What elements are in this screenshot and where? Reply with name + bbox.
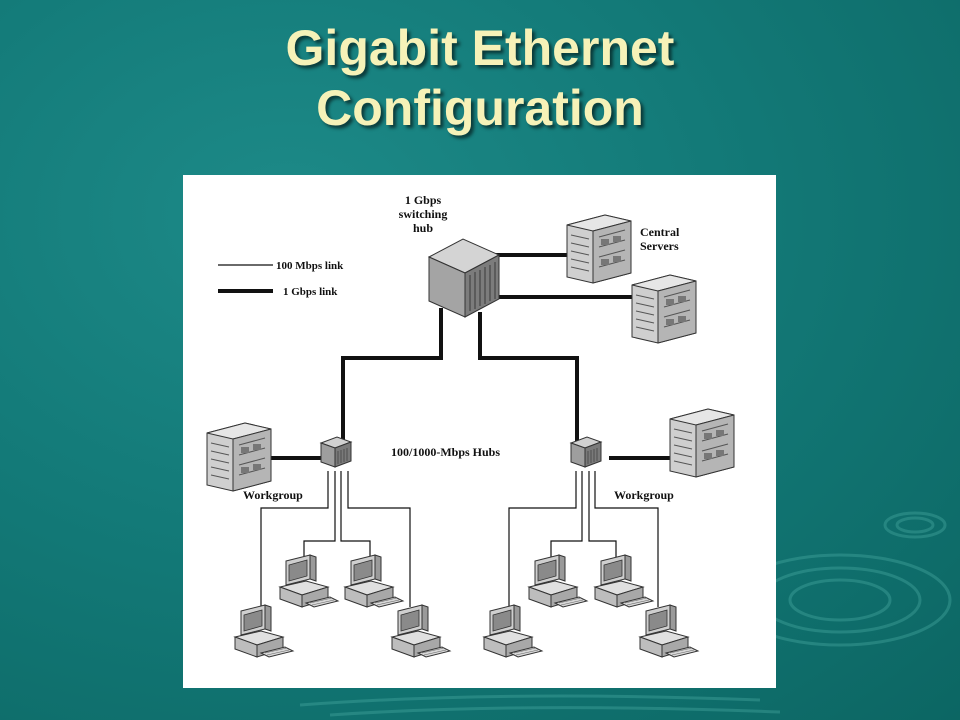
workgroup-server-left — [206, 422, 272, 492]
links-100mbps-left — [260, 471, 411, 607]
slide-title: Gigabit Ethernet Configuration — [0, 18, 960, 138]
hub-left — [320, 436, 352, 468]
legend-thin-label: 100 Mbps link — [276, 260, 344, 272]
workstation-left-4 — [391, 604, 451, 658]
gigabit-switching-hub — [427, 238, 501, 318]
hubs-label: 100/1000-Mbps Hubs — [391, 445, 501, 459]
workstation-right-3 — [594, 554, 654, 608]
link-switch-hub-left — [341, 308, 443, 441]
switching-hub-label: 1 Gbps switching hub — [383, 193, 463, 235]
central-server-1 — [566, 214, 632, 284]
workgroup-right-label: Workgroup — [614, 488, 674, 502]
workstation-right-4 — [639, 604, 699, 658]
workstation-right-2 — [528, 554, 588, 608]
switching-hub-label-line-2: switching — [398, 207, 448, 221]
diagram-graphics — [206, 214, 735, 658]
central-servers-label-line-1: Central — [640, 225, 680, 239]
workstation-left-2 — [279, 554, 339, 608]
title-line-2: Configuration — [316, 80, 644, 136]
network-diagram: 1 Gbps switching hub Central Servers 100… — [183, 175, 776, 688]
workstation-right-1 — [483, 604, 543, 658]
link-switch-hub-right — [478, 312, 579, 441]
links-100mbps-right — [508, 471, 659, 607]
central-servers-label-line-2: Servers — [640, 239, 679, 253]
central-servers-label: Central Servers — [640, 225, 679, 253]
workstation-left-1 — [234, 604, 294, 658]
legend-thick-label: 1 Gbps link — [283, 286, 338, 298]
workgroup-server-right — [669, 408, 735, 478]
workgroup-left-label: Workgroup — [243, 488, 303, 502]
central-server-2 — [631, 274, 697, 344]
switching-hub-label-line-3: hub — [412, 221, 434, 235]
hub-right — [570, 436, 602, 468]
switching-hub-label-line-1: 1 Gbps — [404, 193, 442, 207]
workstation-left-3 — [344, 554, 404, 608]
title-line-1: Gigabit Ethernet — [285, 20, 675, 76]
